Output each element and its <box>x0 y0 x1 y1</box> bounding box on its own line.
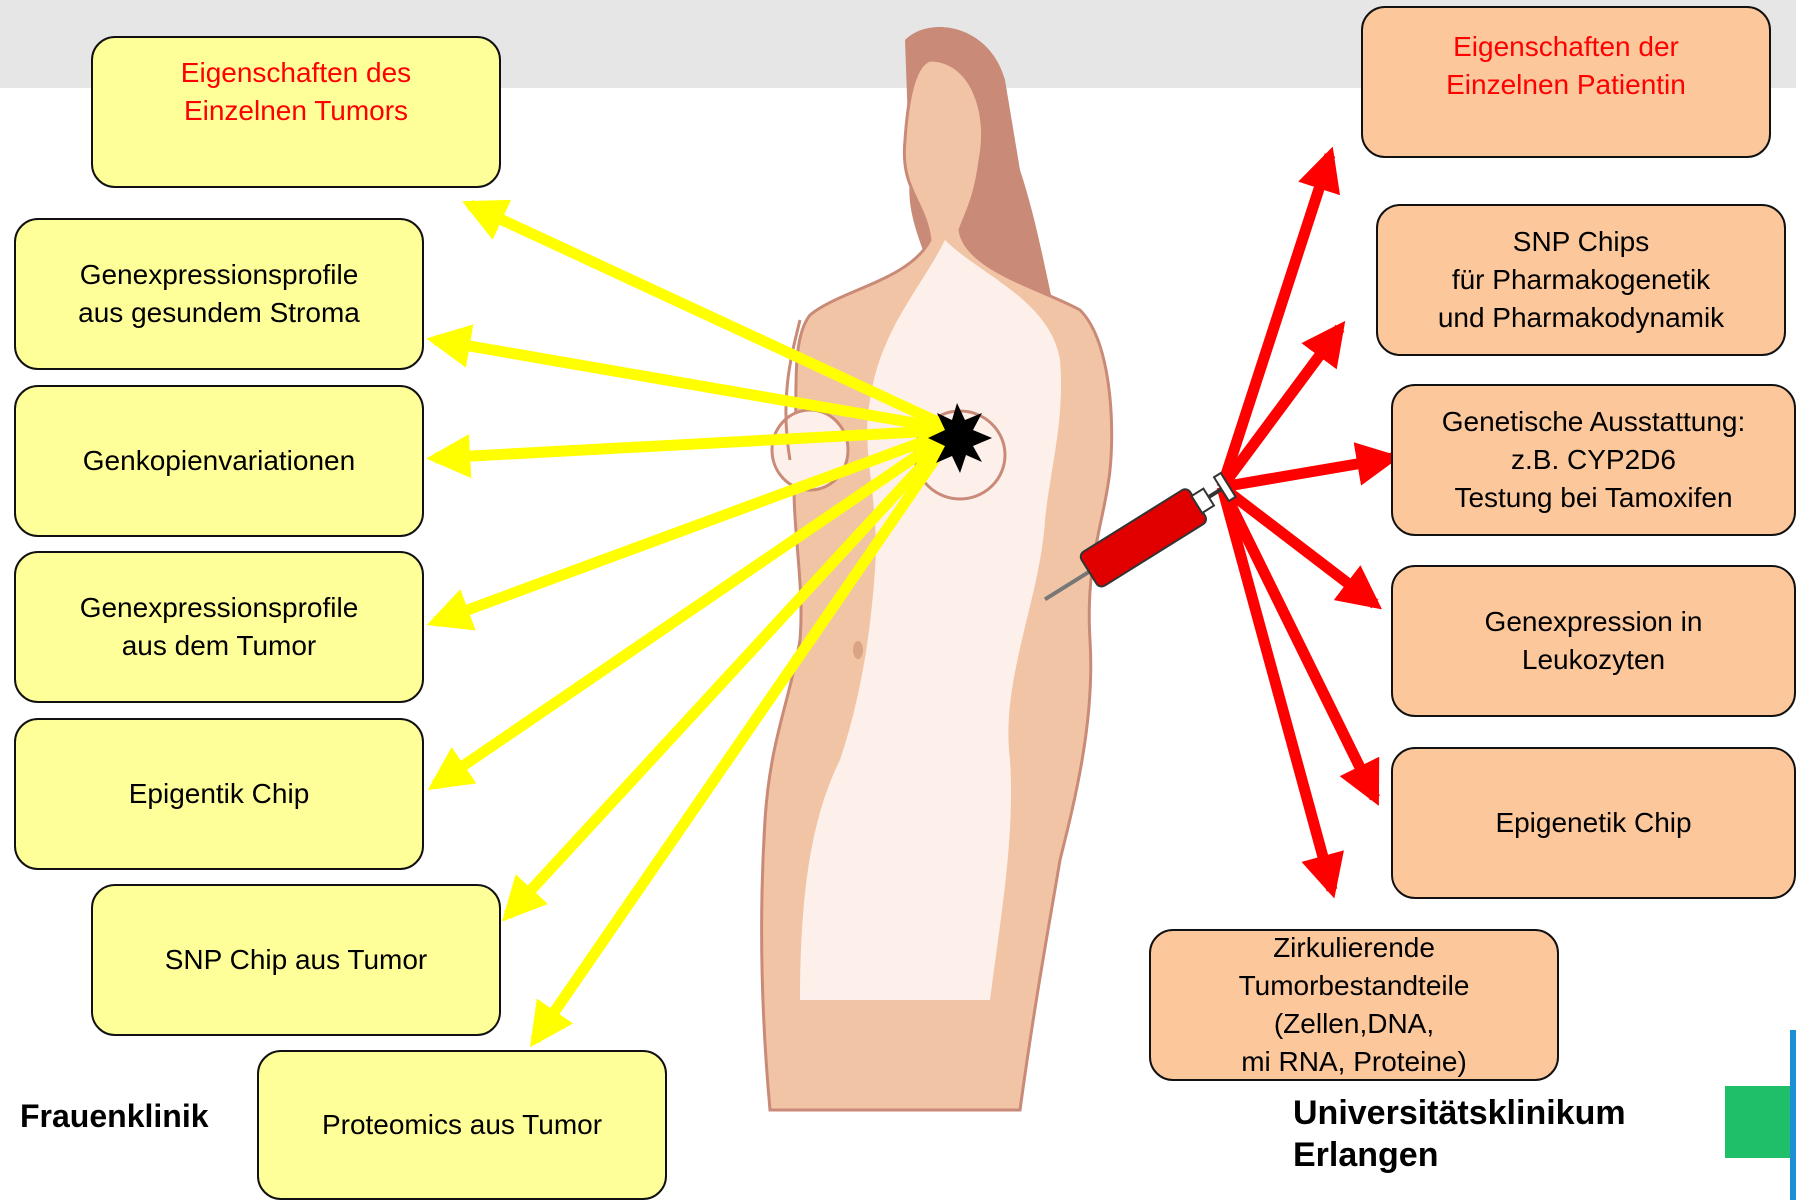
footer-clinic-name: Frauenklinik <box>20 1098 209 1135</box>
tumor-expression-box: Genexpressionsprofile aus dem Tumor <box>14 551 424 703</box>
circulating-tumor-box: Zirkulierende Tumorbestandteile (Zellen,… <box>1149 929 1559 1081</box>
snp-chips-box: SNP Chips für Pharmakogenetik und Pharma… <box>1376 204 1786 356</box>
arrow-to-snp-chips <box>1222 328 1340 487</box>
stroma-expression-box: Genexpressionsprofile aus gesundem Strom… <box>14 218 424 370</box>
genetic-profile-box: Genetische Ausstattung: z.B. CYP2D6 Test… <box>1391 384 1796 536</box>
university-logo-icon <box>1725 1030 1796 1200</box>
epigenetic-chip-right-box: Epigenetik Chip <box>1391 747 1796 899</box>
proteomics-box: Proteomics aus Tumor <box>257 1050 667 1200</box>
snp-tumor-box: SNP Chip aus Tumor <box>91 884 501 1036</box>
female-body-illustration <box>762 27 1112 1110</box>
arrow-to-genetic <box>1222 458 1392 487</box>
copy-number-box: Genkopienvariationen <box>14 385 424 537</box>
leukocyte-expression-box: Genexpression in Leukozyten <box>1391 565 1796 717</box>
tumor-properties-box: Eigenschaften des Einzelnen Tumors <box>91 36 501 188</box>
epigenetic-chip-box: Epigentik Chip <box>14 718 424 870</box>
red-arrows <box>1222 155 1392 890</box>
footer-university-line2: Erlangen <box>1293 1136 1438 1175</box>
patient-properties-box: Eigenschaften der Einzelnen Patientin <box>1361 6 1771 158</box>
footer-university-line1: Universitätsklinikum <box>1293 1094 1626 1133</box>
navel-shape <box>853 641 863 659</box>
arrow-to-patient-title <box>1222 155 1330 487</box>
